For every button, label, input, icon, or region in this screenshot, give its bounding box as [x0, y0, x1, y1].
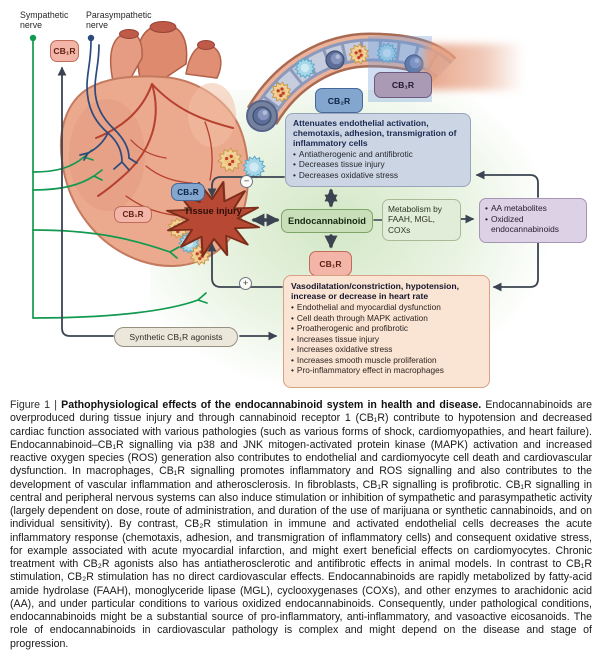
metabolites-box: AA metabolites Oxidized endocannabinoids	[479, 198, 587, 243]
sphere-cell	[325, 50, 345, 70]
fuzzy-cell	[376, 42, 398, 64]
endocannabinoid-box: Endocannabinoid	[281, 209, 373, 233]
figure-caption: Figure 1 | Pathophysiological effects of…	[10, 399, 592, 651]
cb1-receptor-heart-chip: CB₁R	[114, 206, 152, 223]
cb2-effect-item: Decreases oxidative stress	[293, 170, 463, 181]
parasympathetic-nerve-label: Parasympathetic nerve	[86, 10, 152, 30]
cb1-effect-item: Increases smooth muscle proliferation	[291, 355, 482, 366]
caption-title: Pathophysiological effects of the endoca…	[61, 399, 482, 411]
cb1-effect-item: Cell death through MAPK activation	[291, 313, 482, 324]
metabolite-item: Oxidized endocannabinoids	[485, 214, 581, 235]
cb2-effects-box: Attenuates endothelial activation, chemo…	[285, 113, 471, 187]
vessel-fade	[424, 44, 524, 90]
sympathetic-nerve-fibres	[29, 34, 208, 319]
tissue-injury-label: Tissue injury	[184, 205, 242, 216]
cb1-receptor-nerve-chip: CB₁R	[50, 40, 79, 62]
cb1-effect-item: Endothelial and myocardial dysfunction	[291, 302, 482, 313]
figure-number: Figure 1 |	[10, 399, 62, 411]
cb1-receptor-vessel-chip: CB₁R	[374, 72, 432, 98]
parasympathetic-nerve-fibres	[79, 34, 138, 171]
metabolism-box: Metabolism by FAAH, MGL, COXs	[382, 199, 461, 241]
metabolite-item: AA metabolites	[485, 203, 581, 214]
sphere-cell	[404, 54, 424, 74]
fuzzy-cell	[294, 57, 316, 79]
caption-body: Endocannabinoids are overproduced during…	[10, 399, 593, 650]
cb1-effects-title: Vasodilatation/constriction, hypotension…	[291, 281, 460, 302]
minus-sign-badge: −	[240, 175, 253, 188]
cb1-effect-item: Increases tissue injury	[291, 334, 482, 345]
cb1-effects-box: Vasodilatation/constriction, hypotension…	[283, 275, 490, 388]
diagram-artwork	[29, 21, 539, 341]
cb2-receptor-heart-chip: CB₂R	[171, 183, 205, 201]
cb2-effect-item: Decreases tissue injury	[293, 159, 463, 170]
connector-arrows	[57, 66, 539, 341]
cb1-receptor-central-chip: CB₁R	[309, 251, 352, 276]
cb2-receptor-vessel-chip: CB₂R	[315, 88, 363, 113]
sphere-cell	[252, 106, 272, 126]
plus-sign-badge: +	[239, 277, 252, 290]
cb1-effect-item: Proatherogenic and profibrotic	[291, 323, 482, 334]
cb2-effects-title: Attenuates endothelial activation, chemo…	[293, 118, 457, 148]
neutro-cell	[270, 81, 292, 103]
cb1-effect-item: Pro-inflammatory effect in macrophages	[291, 365, 482, 376]
neutro-cell	[348, 43, 370, 65]
neutro-cell	[217, 147, 243, 173]
synthetic-agonists-box: Synthetic CB₁R agonists	[114, 327, 238, 347]
cb2-effect-item: Antiatherogenic and antifibrotic	[293, 149, 463, 160]
sympathetic-nerve-label: Sympathetic nerve	[20, 10, 69, 30]
cb1-effect-item: Increases oxidative stress	[291, 344, 482, 355]
coronary-arteries	[95, 83, 234, 217]
